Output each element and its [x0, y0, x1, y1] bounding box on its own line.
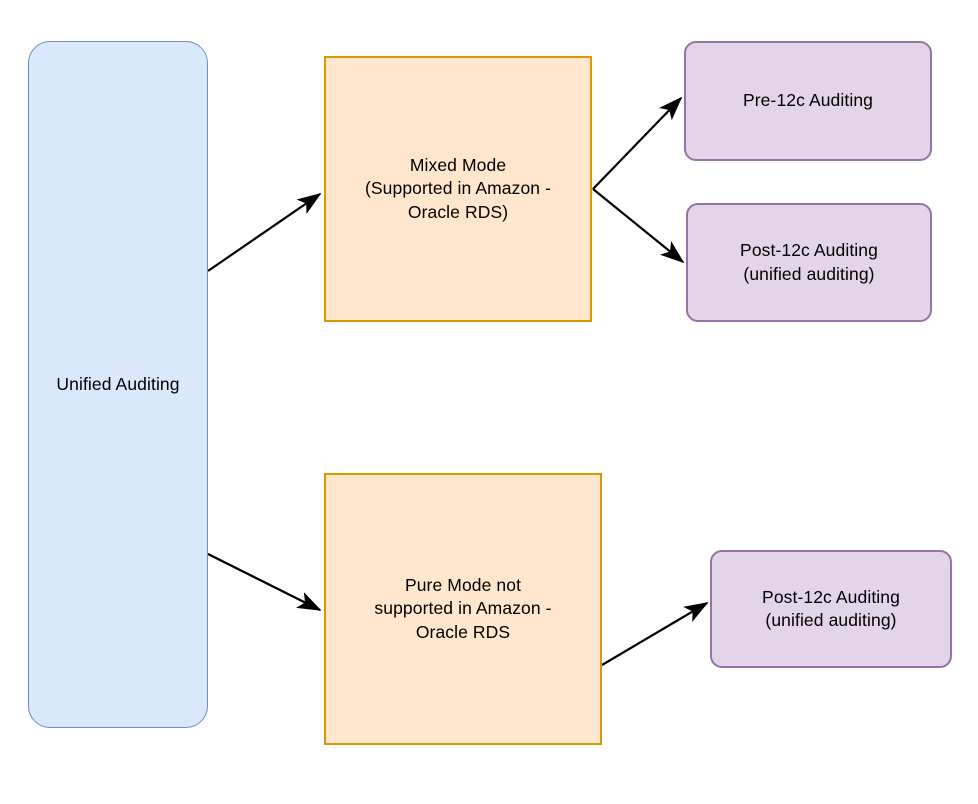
edge-mixed-to-post12c — [592, 188, 685, 264]
node-post-12c-auditing-mixed-label: Post-12c Auditing (unified auditing) — [740, 240, 878, 284]
node-pure-mode[interactable]: Pure Mode not supported in Amazon - Orac… — [324, 473, 602, 745]
node-unified-auditing-label: Unified Auditing — [56, 373, 180, 394]
edge-unified-to-pure — [207, 553, 322, 611]
node-mixed-mode[interactable]: Mixed Mode (Supported in Amazon - Oracle… — [324, 56, 592, 322]
node-mixed-mode-label: Mixed Mode (Supported in Amazon - Oracle… — [364, 155, 552, 222]
node-post-12c-auditing-pure[interactable]: Post-12c Auditing (unified auditing) — [710, 550, 952, 668]
node-pure-mode-label: Pure Mode not supported in Amazon - Orac… — [374, 575, 552, 642]
node-post-12c-auditing-mixed[interactable]: Post-12c Auditing (unified auditing) — [686, 203, 932, 322]
edge-pure-to-post12c — [601, 602, 709, 666]
node-pre-12c-auditing-label: Pre-12c Auditing — [742, 90, 873, 111]
edge-unified-to-mixed — [207, 193, 322, 272]
edge-mixed-to-pre12c — [592, 96, 683, 190]
node-post-12c-auditing-pure-label: Post-12c Auditing (unified auditing) — [762, 586, 900, 630]
node-unified-auditing[interactable]: Unified Auditing — [28, 41, 208, 728]
node-pre-12c-auditing[interactable]: Pre-12c Auditing — [684, 41, 932, 161]
